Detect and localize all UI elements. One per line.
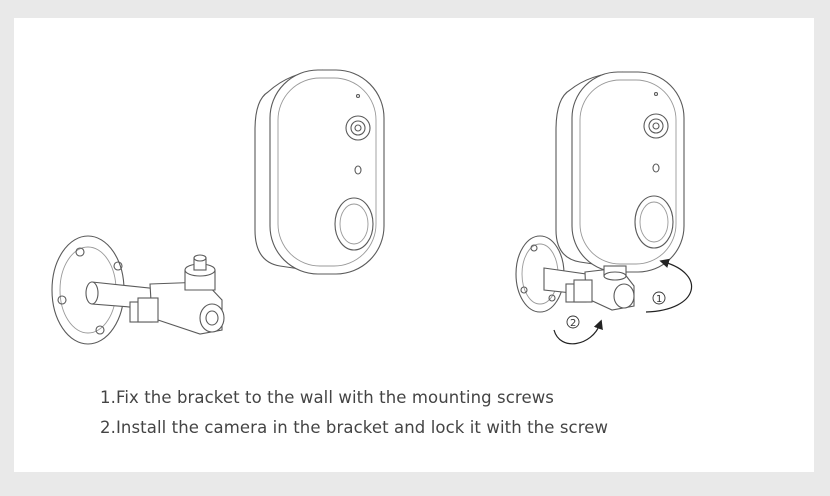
- wall-bracket-illustration: [51, 235, 225, 345]
- step-marker-2-circle: [566, 315, 580, 329]
- step-marker-1: 1: [656, 294, 662, 305]
- step-marker-1-circle: [652, 291, 666, 305]
- rotate-arrow-2: [553, 319, 603, 345]
- step-marker-2: 2: [570, 318, 576, 329]
- rotate-arrow-1: [645, 258, 693, 313]
- camera-illustration: [254, 69, 385, 275]
- instruction-step-2: 2.Install the camera in the bracket and …: [100, 418, 609, 437]
- instruction-step-1: 1.Fix the bracket to the wall with the m…: [100, 388, 554, 407]
- mounted-camera-illustration: [515, 71, 685, 313]
- instruction-panel: [14, 18, 814, 472]
